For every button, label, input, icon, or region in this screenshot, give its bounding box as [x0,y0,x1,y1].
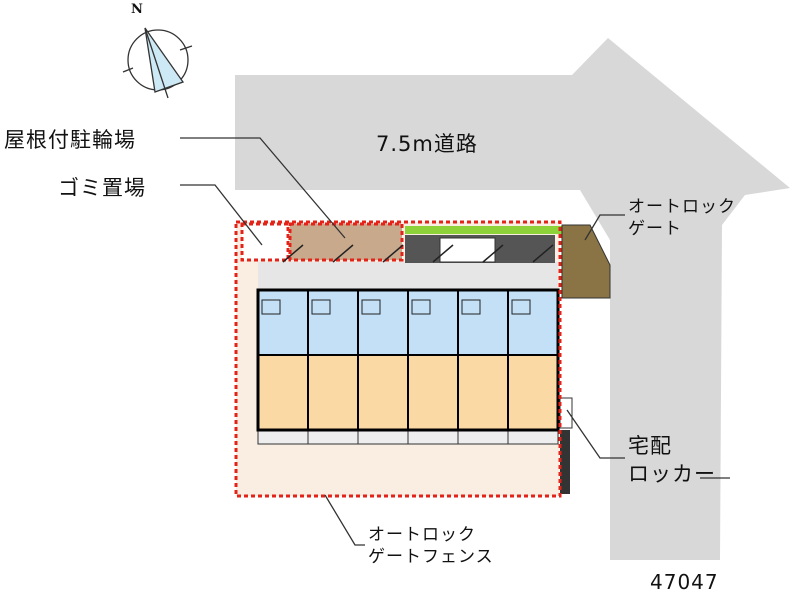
hedge [405,226,565,234]
autolock-gate-area [561,224,611,299]
unit-kitchen [411,299,431,315]
unit-wet-area [257,289,309,356]
unit-leader-line [432,244,454,263]
unit-block-outline [256,288,560,432]
unit-kitchen [311,299,331,315]
delivery-locker-label: 宅配 ロッカー [628,432,716,488]
unit-leader-line [482,244,504,263]
unit-room [357,354,409,431]
unit-room [407,354,459,431]
unit-balcony [257,429,309,445]
unit-leader-line [532,244,554,263]
leader-lines [180,137,730,546]
autolock-fence [234,220,562,498]
delivery-locker-line2: ロッカー [628,462,716,486]
unit-balcony [457,429,509,445]
unit-kitchen [461,299,481,315]
property-id: 47047 [650,570,719,594]
road-label: 7.5m道路 [376,132,478,156]
compass-icon [122,27,193,99]
delivery-locker-line1: 宅配 [628,434,672,458]
autolock-gate-line1: オートロック [628,197,736,217]
stairs [439,237,496,263]
unit-kitchen [261,299,281,315]
unit-leader-line [332,244,354,263]
unit-balcony [507,429,559,445]
unit-kitchen [361,299,381,315]
fence-line1: オートロック [368,525,476,545]
unit-leader-line [382,244,404,263]
unit-room [507,354,559,431]
unit-kitchen [511,299,531,315]
road [235,38,790,560]
garbage-area [240,222,290,262]
unit-balcony [307,429,359,445]
unit-room [457,354,509,431]
unit-balcony [407,429,459,445]
bicycle-parking [288,222,404,262]
fence-label: オートロック ゲートフェンス [368,524,494,568]
walkway [258,262,558,290]
unit-leader-line [282,244,304,263]
unit-balcony [357,429,409,445]
autolock-gate-label: オートロック ゲート [628,196,736,240]
bicycle-parking-label: 屋根付駐輪場 [4,128,136,152]
unit-room [307,354,359,431]
unit-wet-area [507,289,559,356]
north-label: N [131,2,144,17]
fence-line2: ゲートフェンス [368,547,494,567]
apartment-units [257,244,559,445]
unit-room [257,354,309,431]
autolock-gate-line2: ゲート [628,219,682,239]
delivery-locker [559,397,573,429]
garbage-area-label: ゴミ置場 [58,176,146,200]
fence-strip [560,430,570,494]
